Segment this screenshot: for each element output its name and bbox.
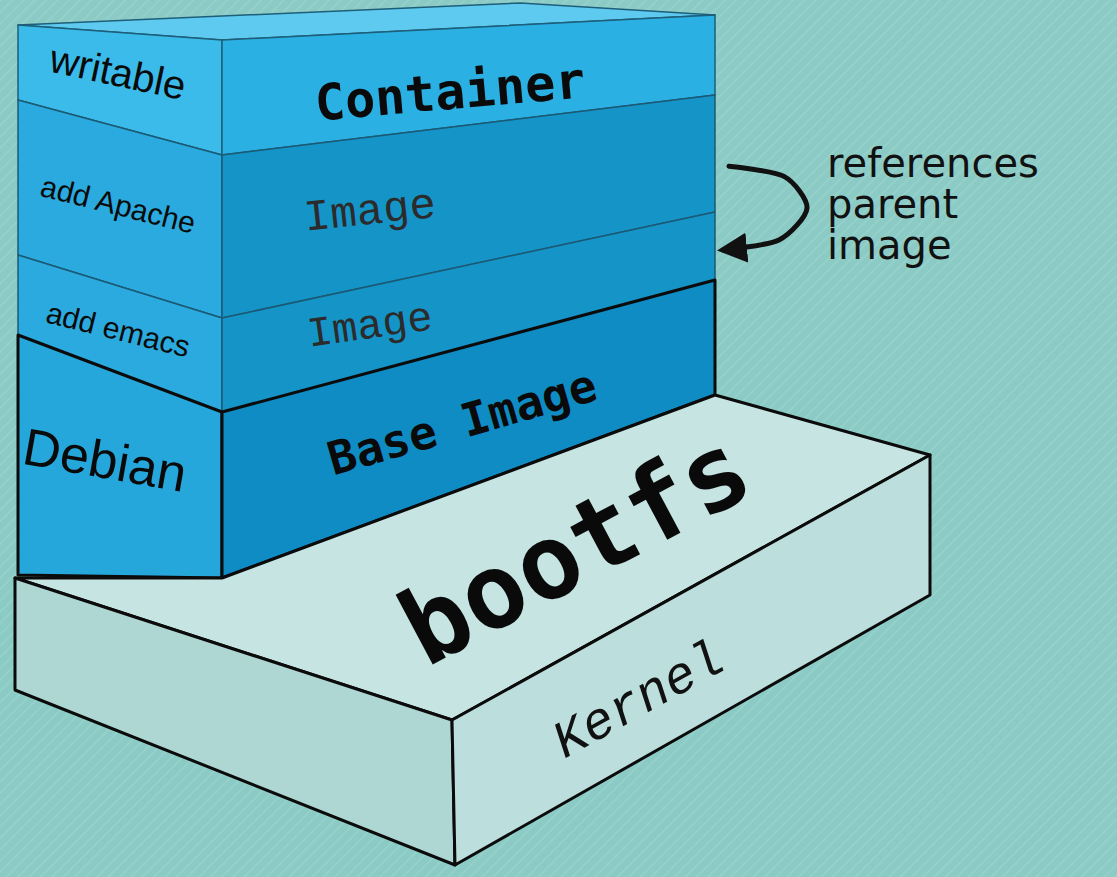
parent-reference-arrow — [723, 166, 807, 250]
arrow-label: references parent image — [827, 143, 1087, 265]
layer-face — [15, 578, 455, 865]
layer-face — [18, 335, 222, 578]
